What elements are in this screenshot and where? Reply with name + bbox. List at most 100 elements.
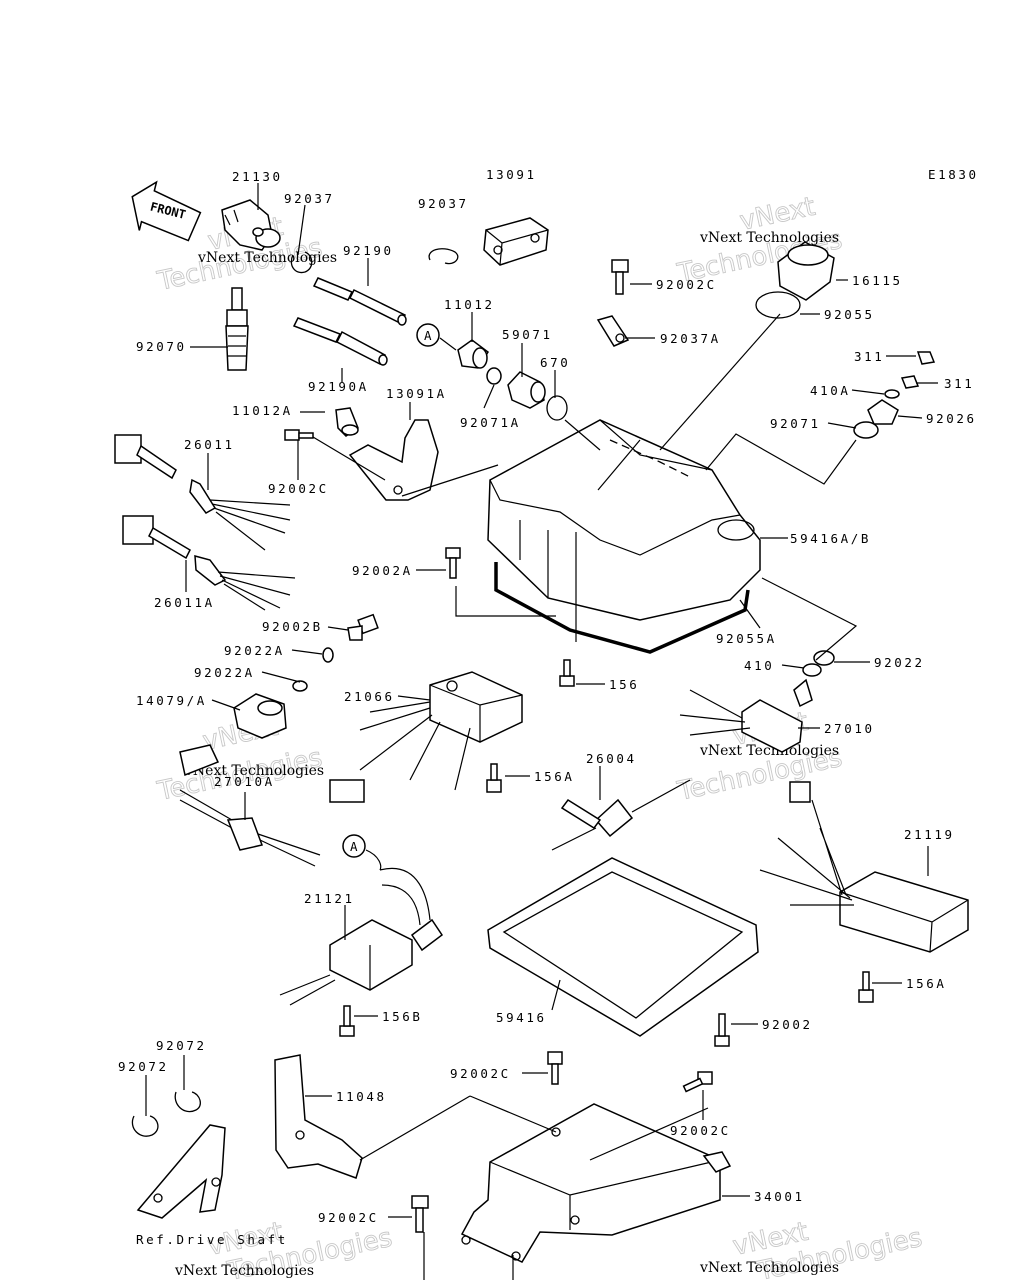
o-ring-670 [546, 395, 568, 421]
part-label: 92072 [118, 1059, 169, 1074]
bolt-92002C-top [611, 259, 629, 295]
watermark-small: vNext Technologies [184, 763, 324, 779]
part-label: 670 [540, 355, 570, 370]
part-label: 156 [609, 677, 639, 692]
callout-a-upper: A [416, 323, 440, 347]
part-label: 92002C [656, 277, 717, 292]
part-label: 92055A [716, 631, 777, 646]
part-label: 156B [382, 1009, 423, 1024]
cap-16115 [777, 241, 835, 301]
seal-92071 [853, 421, 879, 439]
part-label: 34001 [754, 1189, 805, 1204]
part-label: 21119 [904, 827, 955, 842]
part-label: 92002C [450, 1066, 511, 1081]
o-ring-92055 [755, 291, 801, 319]
leader-lines [145, 183, 938, 1280]
part-label: 92037 [418, 196, 469, 211]
clamp-92037-left [290, 251, 313, 274]
bracket-13091 [483, 217, 549, 266]
harness-26011A [122, 515, 296, 611]
tube-92190 [312, 277, 407, 326]
part-label: 92037A [660, 331, 721, 346]
grommet-92026 [867, 399, 899, 425]
bolt-92002 [714, 1013, 730, 1047]
part-label: 410 [744, 658, 774, 673]
spark-plug-cap-21130 [221, 199, 281, 251]
callout-a-lower: A [342, 834, 366, 858]
part-label: 92190A [308, 379, 369, 394]
bolt-156A [486, 763, 502, 793]
part-label: 59071 [502, 327, 553, 342]
part-label: 92022A [224, 643, 285, 658]
bolt-92002C-left [284, 429, 314, 441]
part-label: 156A [534, 769, 575, 784]
part-label: 92055 [824, 307, 875, 322]
bolt-92002B [347, 613, 379, 641]
watermark-small: vNext Technologies [197, 250, 337, 266]
part-label: 92022A [194, 665, 255, 680]
nut-311 [900, 351, 936, 389]
gasket-59416 [487, 857, 759, 1037]
part-label: 92071A [460, 415, 521, 430]
part-label: 11012 [444, 297, 495, 312]
front-arrow-icon: FRONT [131, 180, 202, 242]
part-label: 92071 [770, 416, 821, 431]
bracket-34001 [460, 1103, 732, 1263]
washer-92022A [292, 647, 334, 692]
part-label: 21066 [344, 689, 395, 704]
part-label: 21121 [304, 891, 355, 906]
harness-27010A [179, 744, 321, 867]
bolt-92002C-right [682, 1071, 713, 1093]
part-labels: 21130 92037 92037 13091 92190 92070 1101… [118, 167, 977, 1247]
part-label: 92002C [670, 1123, 731, 1138]
part-label: 59416A/B [790, 531, 871, 546]
electric-box-59416A [487, 419, 761, 654]
ecu-21119 [759, 781, 969, 953]
part-label: 92070 [136, 339, 187, 354]
rectifier-21066 [329, 671, 523, 803]
part-label: 16115 [852, 273, 903, 288]
part-label: 11048 [336, 1089, 387, 1104]
part-label: 59416 [496, 1010, 547, 1025]
spark-plug-92070 [225, 287, 249, 371]
bolt-92002A [445, 547, 461, 579]
harness-26011 [114, 434, 291, 551]
part-label: 27010 [824, 721, 875, 736]
clamp-92072 [131, 1091, 202, 1137]
part-label: 27010A [214, 774, 275, 789]
callout-a-label: A [424, 328, 434, 343]
part-label: 92002C [318, 1210, 379, 1225]
part-label: 13091 [486, 167, 537, 182]
watermark-small: vNext Technologies [699, 743, 839, 759]
part-label: 92002C [268, 481, 329, 496]
coil-21121 [279, 867, 444, 1006]
seal-92071A [486, 367, 502, 385]
tube-92190A [292, 317, 388, 366]
ref-drive-shaft-bracket [136, 1124, 226, 1219]
part-label: 26011A [154, 595, 215, 610]
sensor-14079 [233, 693, 287, 739]
part-label: 92002A [352, 563, 413, 578]
bolt-92002C-bottom [411, 1195, 429, 1233]
part-label: 26011 [184, 437, 235, 452]
bracket-13091A [348, 419, 439, 501]
bolt-92002C-mid [547, 1051, 563, 1085]
bolt-156 [559, 659, 575, 687]
part-label: 26004 [586, 751, 637, 766]
clamp-92037A [596, 315, 630, 347]
watermark-small: vNext Technologies [699, 230, 839, 246]
grommet-11012 [457, 339, 490, 369]
bracket-11048 [274, 1054, 363, 1179]
part-label: 92002 [762, 1017, 813, 1032]
part-label: 14079/A [136, 693, 207, 708]
part-label: 156A [906, 976, 947, 991]
part-label: 311 [854, 349, 884, 364]
washer-410 [802, 663, 822, 677]
washer-92022 [813, 650, 835, 666]
part-label: 92037 [284, 191, 335, 206]
bolt-156A-right [858, 971, 874, 1003]
part-label: 92026 [926, 411, 977, 426]
ref-drive-shaft-label: Ref.Drive Shaft [136, 1232, 288, 1247]
part-label: 13091A [386, 386, 447, 401]
